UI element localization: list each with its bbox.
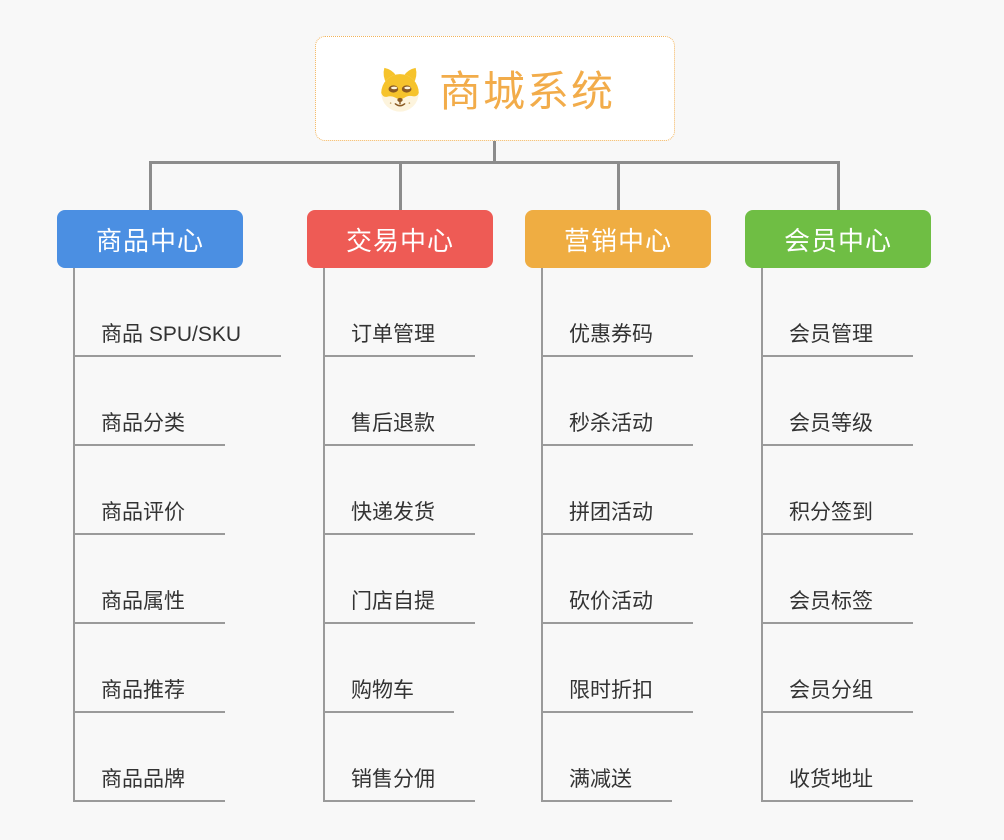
branch-item: 拼团活动 <box>543 446 755 535</box>
branch-item-label[interactable]: 会员分组 <box>763 674 913 713</box>
connector-line <box>148 161 152 210</box>
branch-item-label[interactable]: 商品推荐 <box>75 674 225 713</box>
branch-item-label[interactable]: 会员管理 <box>763 318 913 357</box>
branch-item-label[interactable]: 商品分类 <box>75 407 225 446</box>
branch-item: 销售分佣 <box>325 713 537 802</box>
branch-item-label[interactable]: 限时折扣 <box>543 674 693 713</box>
branch-item-label[interactable]: 拼团活动 <box>543 496 693 535</box>
branch-label: 交易中心 <box>345 225 454 256</box>
branch-item: 收货地址 <box>763 713 975 802</box>
root-title: 商城系统 <box>438 68 615 115</box>
branch-item-list: 商品 SPU/SKU 商品分类商品评价商品属性商品推荐商品品牌 <box>73 268 287 802</box>
branch-item: 商品 SPU/SKU <box>75 268 287 357</box>
branch-item: 商品属性 <box>75 535 287 624</box>
branch-item-list: 优惠券码秒杀活动拼团活动砍价活动限时折扣满减送 <box>541 268 755 802</box>
branch-item-list: 订单管理售后退款快递发货门店自提购物车销售分佣 <box>323 268 537 802</box>
branch-item: 购物车 <box>325 624 537 713</box>
branch-item-label[interactable]: 满减送 <box>543 763 672 802</box>
branch-item-label[interactable]: 收货地址 <box>763 763 913 802</box>
branch-item-label[interactable]: 购物车 <box>325 674 454 713</box>
branch-item: 优惠券码 <box>543 268 755 357</box>
branch-item: 商品评价 <box>75 446 287 535</box>
branch-item-label[interactable]: 商品评价 <box>75 496 225 535</box>
branch-column-2: 营销中心 优惠券码秒杀活动拼团活动砍价活动限时折扣满减送 <box>525 210 755 802</box>
branch-item: 秒杀活动 <box>543 357 755 446</box>
branch-item-label[interactable]: 砍价活动 <box>543 585 693 624</box>
branch-node-1[interactable]: 交易中心 <box>307 210 493 268</box>
dog-face-icon <box>375 64 425 114</box>
branch-node-2[interactable]: 营销中心 <box>525 210 711 268</box>
branch-item: 商品品牌 <box>75 713 287 802</box>
branch-column-1: 交易中心 订单管理售后退款快递发货门店自提购物车销售分佣 <box>307 210 537 802</box>
branch-item-label[interactable]: 秒杀活动 <box>543 407 693 446</box>
root-node-mall-system[interactable]: 商城系统 <box>315 36 675 141</box>
branch-item-label[interactable]: 会员标签 <box>763 585 913 624</box>
branch-node-0[interactable]: 商品中心 <box>57 210 243 268</box>
connector-line <box>148 161 840 164</box>
branch-item-label[interactable]: 快递发货 <box>325 496 475 535</box>
branch-item-label[interactable]: 会员等级 <box>763 407 913 446</box>
branch-item: 快递发货 <box>325 446 537 535</box>
branch-label: 会员中心 <box>783 225 892 256</box>
branch-item-label[interactable]: 售后退款 <box>325 407 475 446</box>
branch-item-label[interactable]: 优惠券码 <box>543 318 693 357</box>
connector-line <box>398 161 402 210</box>
branch-item: 订单管理 <box>325 268 537 357</box>
branch-item: 会员标签 <box>763 535 975 624</box>
branch-item-label[interactable]: 销售分佣 <box>325 763 475 802</box>
branch-item-list: 会员管理会员等级积分签到会员标签会员分组收货地址 <box>761 268 975 802</box>
branch-item-label[interactable]: 订单管理 <box>325 318 475 357</box>
branch-item: 商品推荐 <box>75 624 287 713</box>
branch-item: 门店自提 <box>325 535 537 624</box>
branch-node-3[interactable]: 会员中心 <box>745 210 931 268</box>
branch-column-0: 商品中心 商品 SPU/SKU 商品分类商品评价商品属性商品推荐商品品牌 <box>57 210 287 802</box>
branch-item-label[interactable]: 积分签到 <box>763 496 913 535</box>
branch-item-label[interactable]: 商品 SPU/SKU <box>75 318 282 357</box>
branch-item: 砍价活动 <box>543 535 755 624</box>
branch-column-3: 会员中心 会员管理会员等级积分签到会员标签会员分组收货地址 <box>745 210 975 802</box>
branch-item: 商品分类 <box>75 357 287 446</box>
branch-item: 会员管理 <box>763 268 975 357</box>
connector-line <box>492 141 496 164</box>
branch-item: 售后退款 <box>325 357 537 446</box>
branch-item-label[interactable]: 商品品牌 <box>75 763 225 802</box>
branch-item: 会员等级 <box>763 357 975 446</box>
branch-item-label[interactable]: 门店自提 <box>325 585 475 624</box>
branch-item: 积分签到 <box>763 446 975 535</box>
connector-line <box>616 161 620 210</box>
branch-label: 商品中心 <box>95 225 204 256</box>
branch-item-label[interactable]: 商品属性 <box>75 585 225 624</box>
branch-item: 会员分组 <box>763 624 975 713</box>
branch-item: 限时折扣 <box>543 624 755 713</box>
branch-label: 营销中心 <box>563 225 672 256</box>
connector-line <box>836 161 840 210</box>
branch-item: 满减送 <box>543 713 755 802</box>
